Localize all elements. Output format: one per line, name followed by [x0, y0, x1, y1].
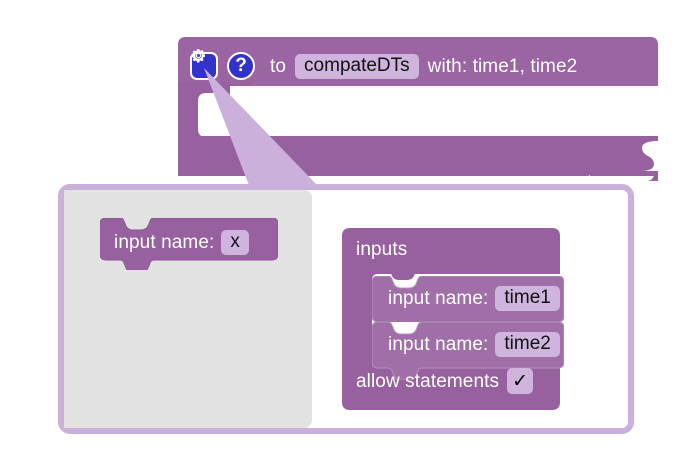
input-name-field[interactable]: time1	[495, 286, 560, 311]
help-icon[interactable]: ?	[227, 52, 255, 80]
flyout-block-row: input name: x	[114, 230, 249, 255]
mutator-flyout[interactable]: input name: x	[64, 190, 312, 428]
nested-input-block-1[interactable]: input name: time1	[372, 276, 564, 322]
gear-icon-glyph	[191, 49, 205, 63]
allow-statements-label: allow statements	[356, 370, 500, 392]
input-name-field[interactable]: time2	[495, 332, 560, 357]
inputs-label: inputs	[356, 239, 408, 260]
input-name-label: input name:	[388, 288, 489, 309]
allow-statements-row: allow statements ✓	[356, 368, 534, 394]
mutator-bubble-tail	[204, 68, 318, 188]
checkmark-icon: ✓	[512, 370, 529, 392]
procedure-header-row: ? to compateDTs with: time1, time2	[190, 47, 577, 85]
input-name-label: input name:	[114, 232, 215, 253]
inputs-container-block[interactable]: inputs input name: time1 input name: t	[342, 228, 564, 410]
gear-icon[interactable]	[190, 49, 218, 80]
nested-block-2-row: input name: time2	[388, 332, 560, 357]
to-label: to	[270, 55, 287, 77]
flyout-input-name-block[interactable]: input name: x	[100, 218, 278, 270]
allow-statements-checkbox[interactable]: ✓	[507, 368, 534, 394]
nested-block-1-row: input name: time1	[388, 286, 560, 311]
procedure-block-shape	[178, 37, 658, 181]
procedure-name-field[interactable]: compateDTs	[295, 53, 419, 79]
help-icon-glyph: ?	[235, 55, 247, 76]
mutator-bubble[interactable]: input name: x inputs	[58, 184, 634, 434]
nested-input-block-2[interactable]: input name: time2	[372, 322, 564, 380]
with-params-label: with: time1, time2	[427, 55, 578, 77]
input-name-label: input name:	[388, 334, 489, 355]
procedure-definition-block[interactable]: ? to compateDTs with: time1, time2 retur…	[178, 37, 658, 192]
input-name-field[interactable]: x	[221, 230, 249, 255]
